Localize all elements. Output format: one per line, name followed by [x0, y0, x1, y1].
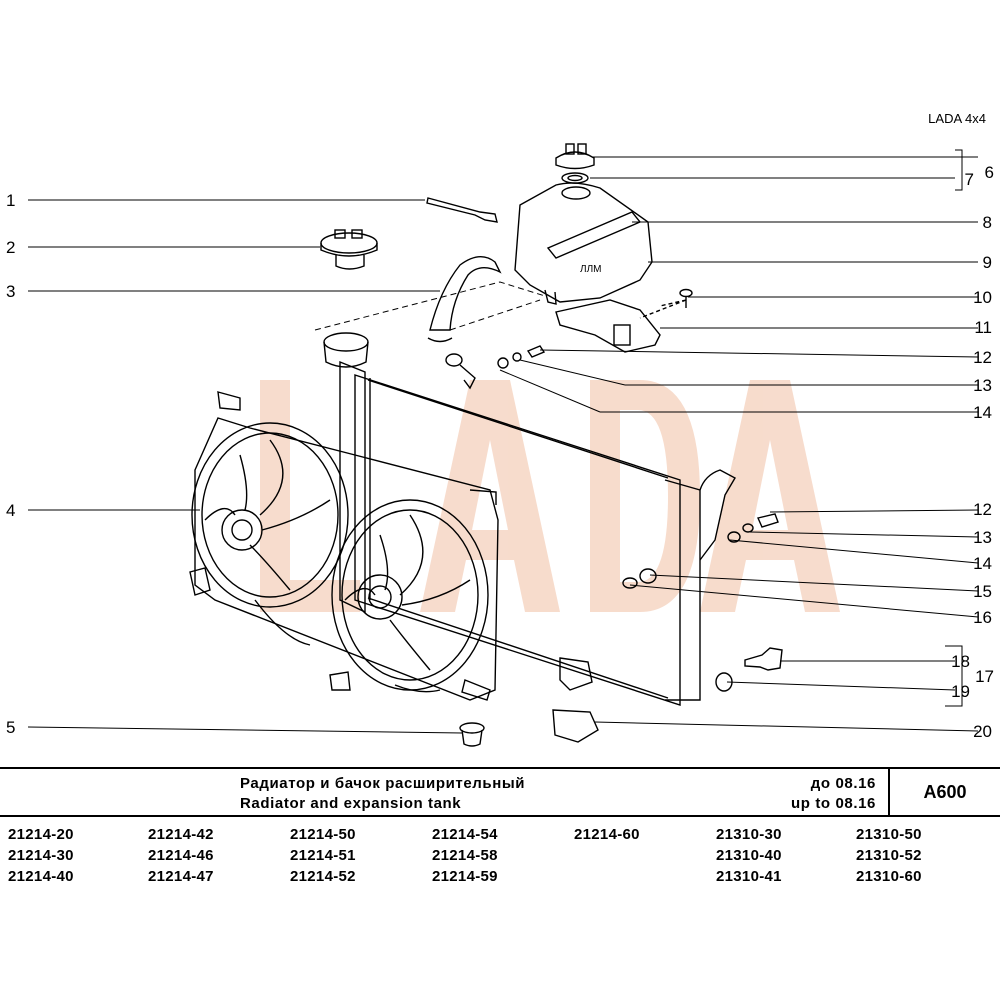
- model-code: 21214-40: [8, 868, 74, 885]
- part-4-fan-assembly: [189, 391, 499, 701]
- model-code: 21214-60: [574, 826, 640, 843]
- model-code: 21214-52: [290, 868, 356, 885]
- part-7-gasket: [561, 172, 589, 184]
- part-15-16: [622, 568, 657, 589]
- callout-9: 9: [982, 253, 992, 272]
- callout-11: 11: [974, 318, 992, 337]
- part-6-tank-cap: [555, 143, 595, 170]
- model-code: 21310-60: [856, 868, 922, 885]
- callout-6: 6: [984, 163, 994, 182]
- model-code: 21214-20: [8, 826, 74, 843]
- svg-text:ЛЛМ: ЛЛМ: [580, 264, 601, 275]
- leader-lines-right: [499, 149, 979, 732]
- part-2-radiator-cap: [320, 229, 378, 270]
- radiator-filler-neck: [323, 332, 369, 368]
- callout-2: 2: [6, 238, 16, 257]
- callout-13-side: 13: [973, 528, 992, 547]
- callout-10: 10: [973, 288, 992, 307]
- validity-date-english: up to 08.16: [791, 795, 876, 812]
- part-5-grommet: [459, 722, 485, 747]
- model-code: 21310-50: [856, 826, 922, 843]
- part-12-13-14-side: [727, 513, 779, 543]
- callout-15: 15: [973, 582, 992, 601]
- radiator-outlet-pipe: [699, 469, 736, 561]
- callout-18: 18: [951, 652, 970, 671]
- callout-4: 4: [6, 501, 16, 520]
- callout-7: 7: [964, 170, 974, 189]
- part-11-bracket: [555, 299, 661, 353]
- model-code: 21214-50: [290, 826, 356, 843]
- model-code: 21214-51: [290, 847, 356, 864]
- callout-5: 5: [6, 718, 16, 737]
- callout-8: 8: [982, 213, 992, 232]
- callout-12-top: 12: [973, 348, 992, 367]
- callout-14-side: 14: [973, 554, 992, 573]
- parts-diagram: ЛЛМ: [27, 143, 979, 747]
- part-20-pad: [552, 657, 599, 743]
- validity-date-russian: до 08.16: [810, 775, 876, 792]
- radiator-core: [339, 360, 701, 706]
- connection-lines: [314, 281, 546, 331]
- model-code: 21214-30: [8, 847, 74, 864]
- lada-watermark: [260, 380, 840, 612]
- part-1-clip: [426, 197, 498, 223]
- model-code: 21214-46: [148, 847, 214, 864]
- callout-19: 19: [951, 682, 970, 701]
- model-code: 21310-52: [856, 847, 922, 864]
- callout-17: 17: [975, 667, 994, 686]
- model-code: 21310-30: [716, 826, 782, 843]
- model-code: 21214-42: [148, 826, 214, 843]
- title-russian: Радиатор и бачок расширительный: [240, 775, 526, 792]
- part-9-expansion-tank: ЛЛМ: [514, 182, 653, 305]
- model-code: 21310-40: [716, 847, 782, 864]
- model-code: 21214-58: [432, 847, 498, 864]
- callout-12-side: 12: [973, 500, 992, 519]
- part-3-hose: [427, 256, 502, 343]
- callout-1: 1: [6, 191, 16, 210]
- callout-14-top: 14: [973, 403, 992, 422]
- model-code: 21214-47: [148, 868, 214, 885]
- callout-20: 20: [973, 722, 992, 741]
- section-code: A600: [888, 769, 1000, 815]
- callout-3: 3: [6, 282, 16, 301]
- brand-label: LADA 4x4: [928, 111, 986, 126]
- callout-13-top: 13: [973, 376, 992, 395]
- callout-16: 16: [973, 608, 992, 627]
- title-block: Радиатор и бачок расширительный Radiator…: [0, 767, 1000, 817]
- part-10-screw: [639, 288, 693, 319]
- model-code: 21310-41: [716, 868, 782, 885]
- part-18-drain-plug: [744, 647, 783, 671]
- model-code: 21214-54: [432, 826, 498, 843]
- part-19-washer: [715, 672, 733, 692]
- model-code: 21214-59: [432, 868, 498, 885]
- leader-lines-left: [27, 199, 463, 734]
- part-12-13-14-top: [445, 345, 546, 390]
- title-english: Radiator and expansion tank: [240, 795, 462, 812]
